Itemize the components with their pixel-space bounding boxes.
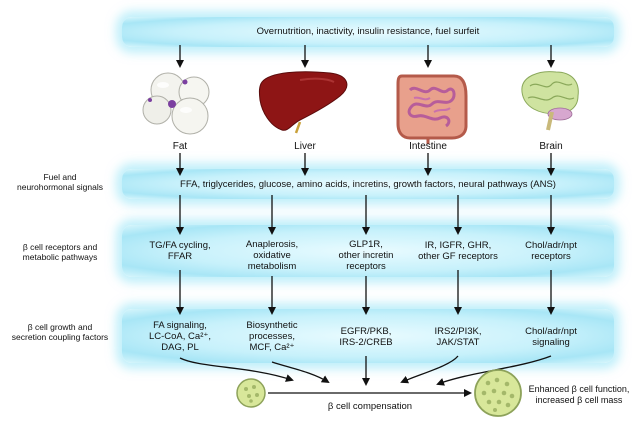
fuel-to-receptor-arrows xyxy=(176,195,555,235)
fuel-band xyxy=(122,169,614,199)
outcome-text: Enhanced β cell function, increased β ce… xyxy=(528,384,630,405)
top-arrows xyxy=(176,45,555,68)
organ-label-brain: Brain xyxy=(539,141,563,152)
growth-cell-3: EGFR/PKB, IRS-2/CREB xyxy=(339,326,393,348)
liver-icon xyxy=(258,71,348,134)
growth-cell-5: Chol/adr/npt signaling xyxy=(525,326,577,348)
brain-icon xyxy=(521,71,579,131)
small-islet-icon xyxy=(236,378,266,408)
row-label-fuel: Fuel and neurohormonal signals xyxy=(17,172,103,192)
growth-band xyxy=(122,309,614,363)
large-islet-icon xyxy=(474,369,522,417)
growth-cell-4: IRS2/PI3K, JAK/STAT xyxy=(434,326,482,348)
receptor-cell-4: IR, IGFR, GHR, other GF receptors xyxy=(418,240,498,262)
fuel-signals-text: FFA, triglycerides, glucose, amino acids… xyxy=(180,179,556,190)
receptor-cell-2: Anaplerosis, oxidative metabolism xyxy=(245,239,299,272)
growth-cell-2: Biosynthetic processes, MCF, Ca²⁺ xyxy=(246,320,298,353)
intestine-icon xyxy=(396,74,468,144)
receptor-cell-1: TG/FA cycling, FFAR xyxy=(149,240,211,262)
receptor-cell-5: Chol/adr/npt receptors xyxy=(525,240,577,262)
organ-label-fat: Fat xyxy=(172,141,188,152)
growth-cell-1: FA signaling, LC-CoA, Ca²⁺, DAG, PL xyxy=(148,320,212,353)
receptor-cell-3: GLP1R, other incretin receptors xyxy=(338,239,394,272)
receptor-to-growth-arrows xyxy=(176,270,555,315)
row-label-receptors: β cell receptors and metabolic pathways xyxy=(22,242,98,262)
compensation-label: β cell compensation xyxy=(327,401,413,412)
fat-cells-icon xyxy=(142,72,210,135)
top-causes-text: Overnutrition, inactivity, insulin resis… xyxy=(256,26,480,37)
organ-label-intestine: Intestine xyxy=(409,141,447,152)
top-band xyxy=(122,17,614,47)
organ-label-liver: Liver xyxy=(294,141,316,152)
organ-to-fuel-arrows xyxy=(176,153,555,176)
row-label-growth: β cell growth and secretion coupling fac… xyxy=(11,322,109,342)
